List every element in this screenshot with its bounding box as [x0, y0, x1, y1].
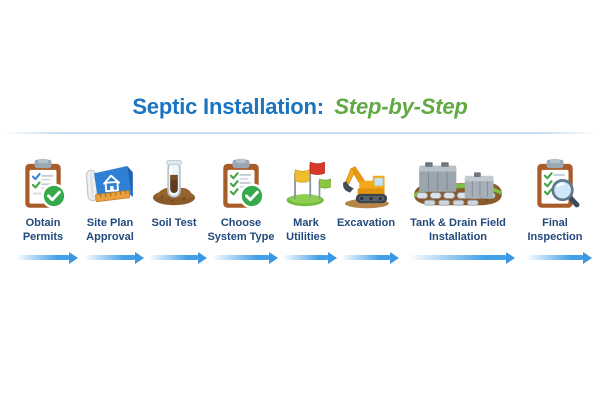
step-item: Site Plan Approval — [78, 154, 145, 264]
step-item: Tank & Drain Field Installation — [398, 154, 518, 264]
arrow-right-icon — [341, 251, 399, 264]
arrow-head-icon — [327, 251, 337, 264]
step-label: Obtain Permits — [22, 217, 64, 243]
arrow-right-icon — [15, 251, 79, 264]
step-item: Excavation — [336, 154, 399, 264]
arrow-head-icon — [506, 251, 516, 264]
title-divider — [0, 132, 600, 134]
clipboard-magnifier-icon — [528, 158, 582, 212]
arrow-right-icon — [283, 251, 337, 264]
arrow-head-icon — [389, 251, 399, 264]
excavator-icon — [339, 158, 393, 212]
step-label: Mark Utilities — [286, 217, 326, 243]
step-label: Excavation — [336, 217, 396, 229]
soil-test-icon — [147, 158, 201, 212]
step-item: Mark Utilities — [278, 154, 337, 264]
title-text: Septic Installation: — [132, 94, 324, 119]
arrow-head-icon — [69, 251, 79, 264]
step-item: Soil Test — [144, 154, 207, 264]
arrow-head-icon — [197, 251, 207, 264]
flags-icon — [279, 158, 333, 212]
steps-row: Obtain Permits Site Plan Approval Soil T… — [0, 154, 600, 264]
step-label: Site Plan Approval — [86, 217, 134, 243]
step-label: Final Inspection — [527, 217, 583, 243]
arrow-right-icon — [83, 251, 145, 264]
step-label: Choose System Type — [207, 217, 275, 243]
arrow-right-icon — [212, 251, 278, 264]
tank-drain-field-icon — [406, 158, 510, 212]
clipboard-check-icon — [16, 158, 70, 212]
step-item: Final Inspection — [520, 154, 592, 264]
blueprint-icon — [83, 158, 137, 212]
page-title: Septic Installation: Step-by-Step — [0, 94, 600, 120]
arrow-head-icon — [135, 251, 145, 264]
arrow-head-icon — [268, 251, 278, 264]
title-highlight: Step-by-Step — [334, 94, 468, 119]
step-label: Tank & Drain Field Installation — [410, 217, 506, 243]
step-item: Choose System Type — [206, 154, 278, 264]
arrow-head-icon — [582, 251, 592, 264]
clipboard-checklist-icon — [214, 158, 268, 212]
arrow-right-icon — [408, 251, 516, 264]
step-item: Obtain Permits — [10, 154, 79, 264]
arrow-right-icon — [149, 251, 207, 264]
arrow-right-icon — [526, 251, 592, 264]
step-label: Soil Test — [151, 217, 197, 229]
